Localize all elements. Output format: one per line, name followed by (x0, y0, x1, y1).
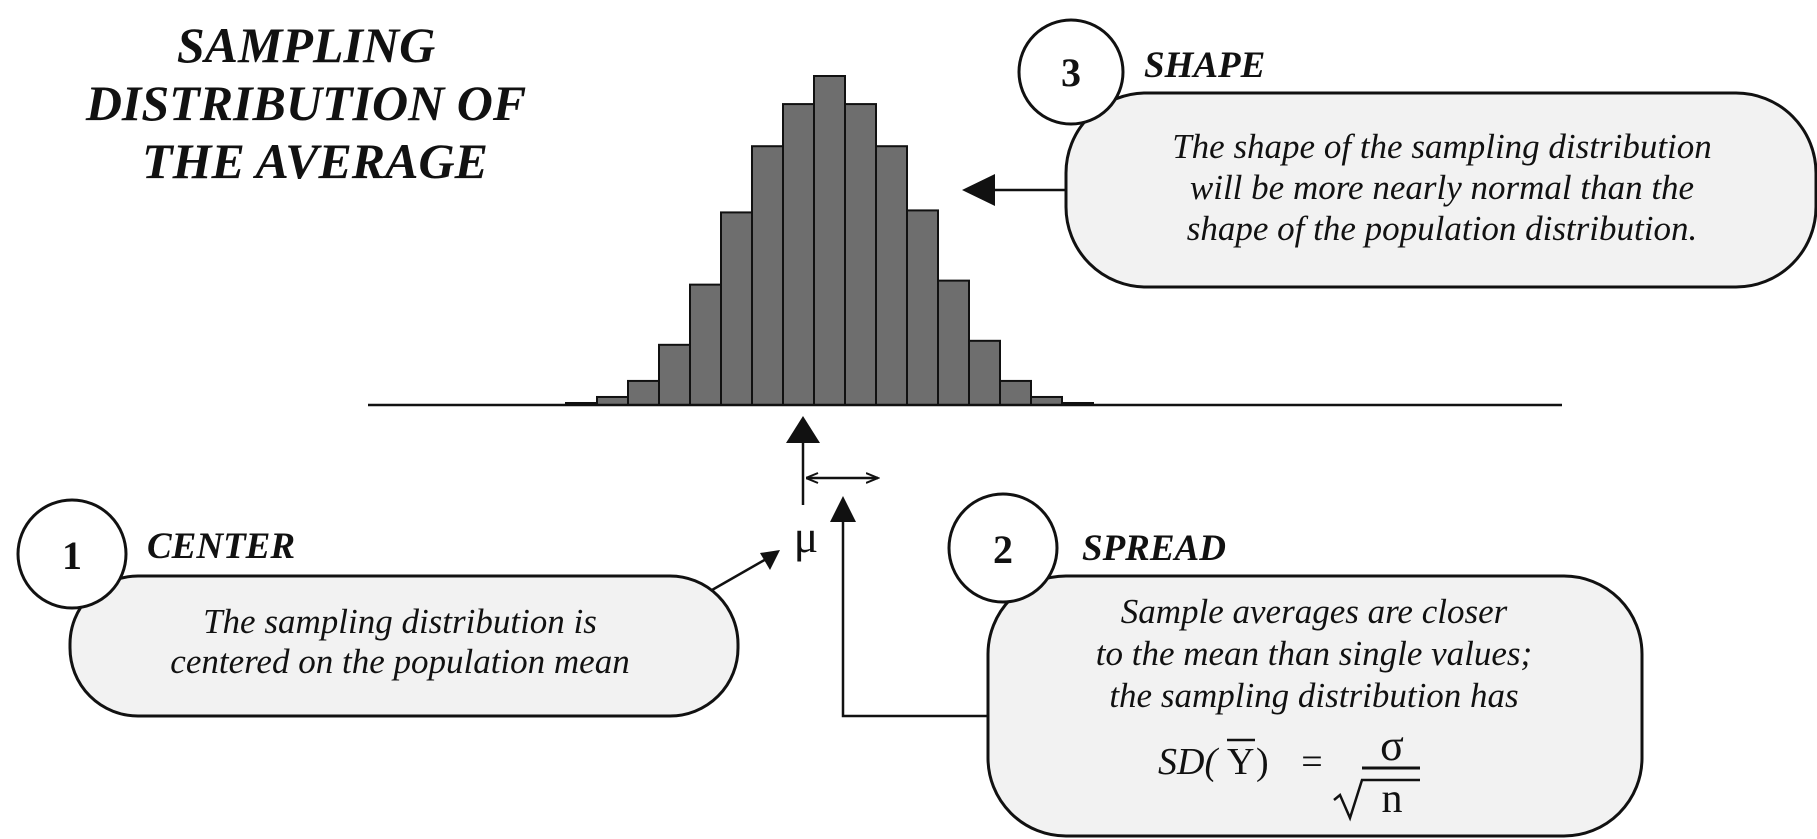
spread-number-badge (947, 492, 1059, 604)
shape-connector (962, 174, 1066, 206)
shape-heading: SHAPE (1144, 45, 1265, 86)
mean-arrow (786, 416, 820, 505)
formula-sd-prefix: SD( (1158, 741, 1219, 783)
shape-text-line-2: will be more nearly normal than the (1190, 168, 1694, 207)
histogram-bar (627, 379, 660, 406)
histogram-bar (751, 145, 784, 406)
formula-equals: = (1301, 741, 1322, 783)
shape-connector-arrowhead (962, 174, 995, 206)
histogram-bar (999, 379, 1032, 406)
sd-formula: SD( Y ) = σ n (1158, 721, 1420, 822)
spread-connector (830, 496, 990, 718)
center-connector-arrowhead (760, 550, 780, 570)
histogram-bar (782, 103, 815, 407)
spread-text-line-1: Sample averages are closer (1121, 592, 1508, 631)
mean-label: μ (794, 511, 819, 562)
figure-title: SAMPLING DISTRIBUTION OF THE AVERAGE (85, 17, 526, 189)
histogram-bar (875, 145, 908, 406)
formula-sd-suffix: ) (1256, 741, 1269, 783)
histogram-bar (968, 339, 1001, 406)
shape-number-badge (1017, 18, 1125, 126)
shape-number: 3 (1061, 50, 1081, 95)
spread-text-line-3: the sampling distribution has (1109, 676, 1518, 715)
spread-connector-line (841, 520, 990, 718)
title-line-2: DISTRIBUTION OF (85, 75, 526, 131)
spread-text-line-2: to the mean than single values; (1096, 634, 1532, 673)
histogram-bar (658, 343, 691, 407)
center-callout-box (68, 574, 740, 718)
formula-sqrt-sign (1333, 778, 1420, 822)
center-text-line-1: The sampling distribution is (203, 602, 597, 641)
spread-heading: SPREAD (1082, 528, 1226, 569)
center-callout: 1 CENTER The sampling distribution is ce… (16, 498, 740, 718)
shape-callout-box (1064, 91, 1817, 289)
center-connector (711, 550, 780, 592)
center-number: 1 (62, 533, 82, 578)
shape-text-line-1: The shape of the sampling distribution (1172, 127, 1712, 166)
histogram-bar (813, 75, 846, 406)
histogram-bar (906, 209, 939, 406)
histogram-bar (937, 279, 970, 406)
shape-callout: 3 SHAPE The shape of the sampling distri… (1017, 18, 1817, 289)
histogram-bar (844, 103, 877, 407)
center-heading: CENTER (147, 526, 295, 567)
center-number-badge (16, 498, 128, 610)
title-line-3: THE AVERAGE (142, 133, 488, 189)
center-connector-line (711, 556, 769, 592)
center-text-line-2: centered on the population mean (170, 642, 629, 681)
shape-text-line-3: shape of the population distribution. (1187, 209, 1697, 248)
spread-connector-arrowhead (830, 496, 856, 522)
spread-callout-box (986, 574, 1644, 838)
formula-sigma: σ (1380, 721, 1404, 770)
spread-callout: 2 SPREAD Sample averages are closer to t… (947, 492, 1644, 838)
histogram (565, 75, 1094, 407)
spread-number: 2 (993, 527, 1013, 572)
mean-arrow-head (786, 416, 820, 443)
formula-n: n (1382, 776, 1403, 822)
title-line-1: SAMPLING (177, 17, 435, 73)
histogram-bar (720, 211, 753, 406)
formula-y-variable: Y (1227, 741, 1254, 783)
histogram-bar (689, 283, 722, 407)
